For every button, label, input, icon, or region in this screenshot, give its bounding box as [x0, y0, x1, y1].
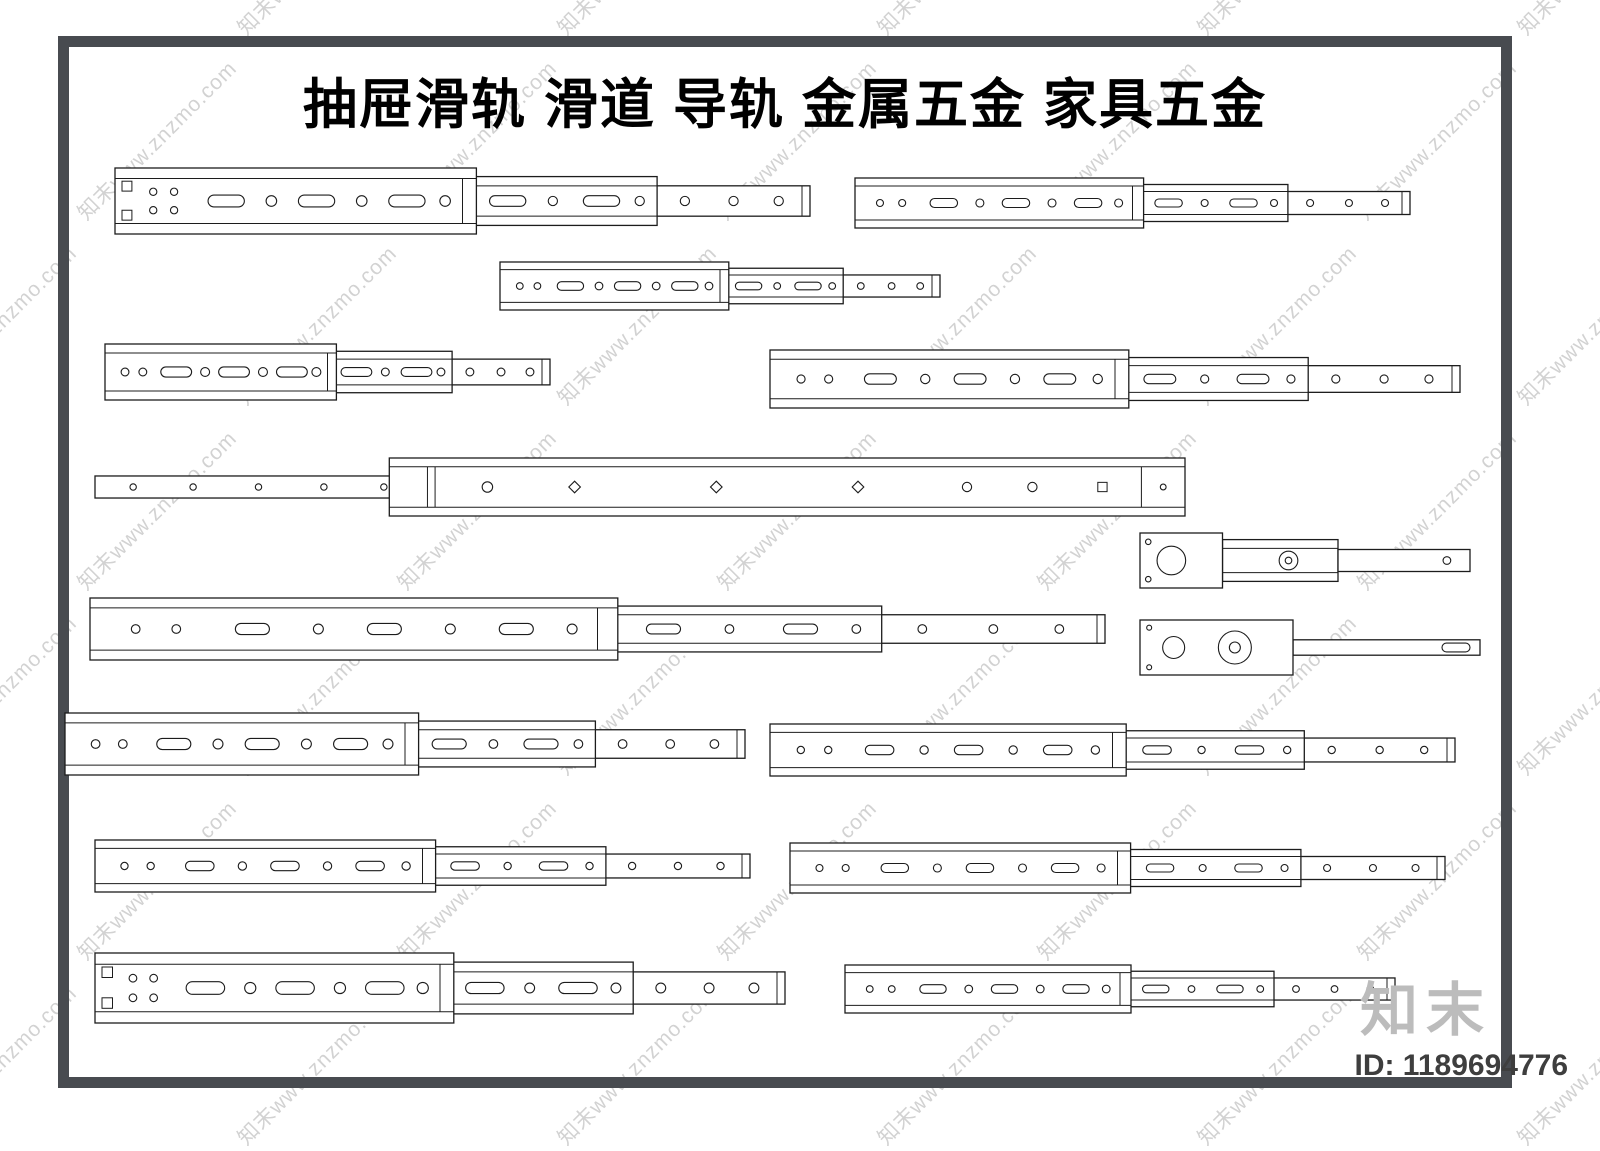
drawer-slide-row3-right	[769, 349, 1461, 409]
drawer-slide-row8-left	[94, 839, 751, 893]
drawing-frame-border	[58, 36, 1512, 1088]
drawer-slide-row3-left	[104, 343, 551, 401]
drawer-slide-row7-left	[64, 712, 746, 776]
page-title: 抽屉滑轨 滑道 导轨 金属五金 家具五金	[302, 75, 1267, 135]
brand-logo: 知末	[1359, 978, 1492, 1043]
drawer-slide-row4-long	[94, 457, 1186, 517]
cad-canvas	[64, 167, 1481, 1024]
drawer-slide-top-right	[854, 177, 1411, 229]
drawer-slide-row5-bracket	[1139, 532, 1471, 589]
drawer-slide-row7-right	[769, 723, 1456, 777]
drawer-slide-row9-left	[94, 952, 786, 1024]
drawer-slide-row6-long	[89, 597, 1106, 661]
page-id: ID: 1189694776	[1354, 1049, 1568, 1082]
drawer-slide-row2-center	[499, 261, 941, 311]
drawer-slide-row6-bracket	[1139, 619, 1481, 676]
drawer-slide-top-left	[114, 167, 811, 235]
drawer-slide-row9-right	[844, 964, 1396, 1014]
drawer-slide-row8-right	[789, 842, 1446, 894]
